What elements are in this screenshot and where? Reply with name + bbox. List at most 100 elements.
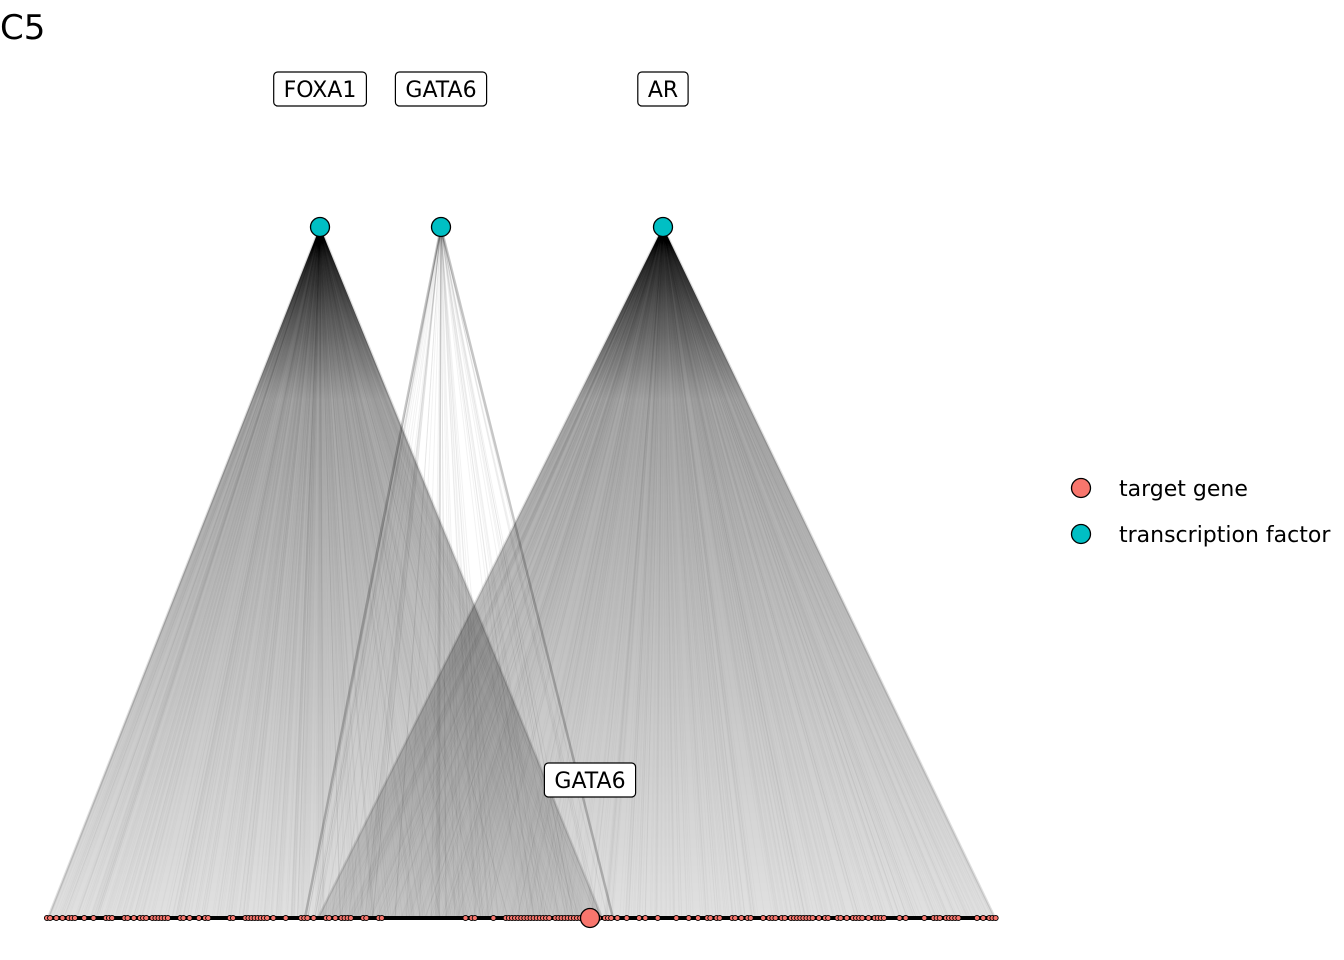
target-gene-node-gata6 (579, 907, 601, 929)
transcription-factor-layer (309, 216, 674, 238)
target-gene-node (760, 914, 767, 922)
label-box (637, 71, 689, 107)
target-gene-node (143, 914, 150, 922)
target-gene-node (936, 914, 943, 922)
target-gene-node (282, 914, 289, 922)
regulation-edge (307, 226, 442, 919)
target-gene-node (180, 914, 187, 922)
target-gene-row (43, 907, 999, 929)
target-gene-node (673, 914, 680, 922)
legend-item: target gene (1070, 477, 1248, 502)
target-gene-node (837, 914, 844, 922)
target-gene-node (195, 914, 202, 922)
target-gene-node (921, 914, 928, 922)
target-gene-node (310, 914, 317, 922)
tf-node-foxa1 (309, 216, 331, 238)
target-gene-node (326, 914, 333, 922)
target-gene-node (992, 914, 999, 922)
target-gene-node (164, 914, 171, 922)
legend-item: transcription factor (1070, 523, 1331, 548)
target-gene-node (973, 914, 981, 922)
target-label-gata6: GATA6 (543, 762, 637, 798)
label-box (543, 762, 637, 798)
regulation-edge (303, 226, 443, 919)
regulation-edge (347, 226, 442, 919)
tf-node-ar (652, 216, 674, 238)
regulation-edge (307, 226, 442, 919)
tf-node-gata6 (430, 216, 452, 238)
target-gene-node (772, 914, 779, 922)
regulation-edge (331, 226, 442, 919)
label-box (394, 71, 488, 107)
regulation-edge (312, 226, 442, 919)
regulation-edge (316, 226, 442, 919)
node-label-text: AR (648, 78, 678, 103)
target-gene-node (859, 914, 866, 922)
target-gene-node (738, 914, 745, 922)
target-gene-node (462, 914, 469, 922)
target-gene-node (865, 914, 872, 922)
target-gene-node (264, 914, 271, 922)
target-gene-node (636, 914, 643, 922)
regulation-edge (46, 226, 322, 919)
edge-layer (46, 226, 997, 919)
target-gene-node (546, 914, 553, 922)
target-gene-node (332, 914, 339, 922)
target-gene-node (363, 914, 370, 922)
target-gene-node (747, 914, 754, 922)
target-gene-node (59, 914, 66, 922)
regulation-edge (661, 226, 997, 919)
target-gene-node (825, 914, 832, 922)
target-gene-node (124, 914, 131, 922)
node-label-text: FOXA1 (284, 78, 357, 103)
regulation-edge (340, 226, 442, 919)
target-gene-node (90, 914, 97, 922)
target-gene-node (71, 914, 78, 922)
tf-label-foxa1: FOXA1 (273, 71, 368, 107)
target-gene-node (980, 914, 987, 922)
node-label-text: GATA6 (554, 769, 625, 794)
tf-label-ar: AR (637, 71, 689, 107)
target-gene-node (654, 914, 661, 922)
edge-fan-ar (316, 226, 997, 919)
target-gene-node (716, 914, 723, 922)
target-gene-node (270, 914, 277, 922)
target-gene-node (815, 914, 822, 922)
target-gene-node (130, 914, 137, 922)
target-gene-node (47, 914, 54, 922)
regulation-edge (314, 226, 442, 919)
legend-label: transcription factor (1119, 523, 1331, 548)
legend: target gene transcription factor (1070, 477, 1331, 548)
target-gene-node (843, 914, 850, 922)
regulation-edge (316, 226, 665, 919)
target-gene-node (732, 914, 739, 922)
target-gene-node (81, 914, 88, 922)
regulation-edge (324, 226, 442, 919)
target-gene-node (781, 914, 788, 922)
target-gene-node (471, 914, 478, 922)
target-gene-node (490, 914, 497, 922)
target-gene-node (53, 914, 60, 922)
target-gene-node (623, 914, 630, 922)
tf-label-gata6: GATA6 (394, 71, 488, 107)
target-gene-node (109, 914, 116, 922)
regulation-edge (359, 226, 442, 919)
target-gene-node (902, 914, 909, 922)
legend-swatch (1070, 523, 1092, 545)
target-gene-node (685, 914, 692, 922)
edge-fan-fill (318, 227, 995, 918)
regulation-edge (318, 226, 442, 919)
target-gene-node (614, 914, 621, 922)
legend-label: target gene (1119, 477, 1248, 502)
regulation-edge (314, 226, 442, 919)
target-gene-node (378, 914, 385, 922)
target-gene-node (880, 914, 888, 922)
target-gene-node (809, 914, 816, 922)
legend-swatch (1070, 477, 1092, 499)
target-gene-node (205, 914, 212, 922)
target-gene-node (608, 914, 615, 922)
target-gene-node (955, 914, 962, 922)
target-gene-node (229, 914, 237, 922)
